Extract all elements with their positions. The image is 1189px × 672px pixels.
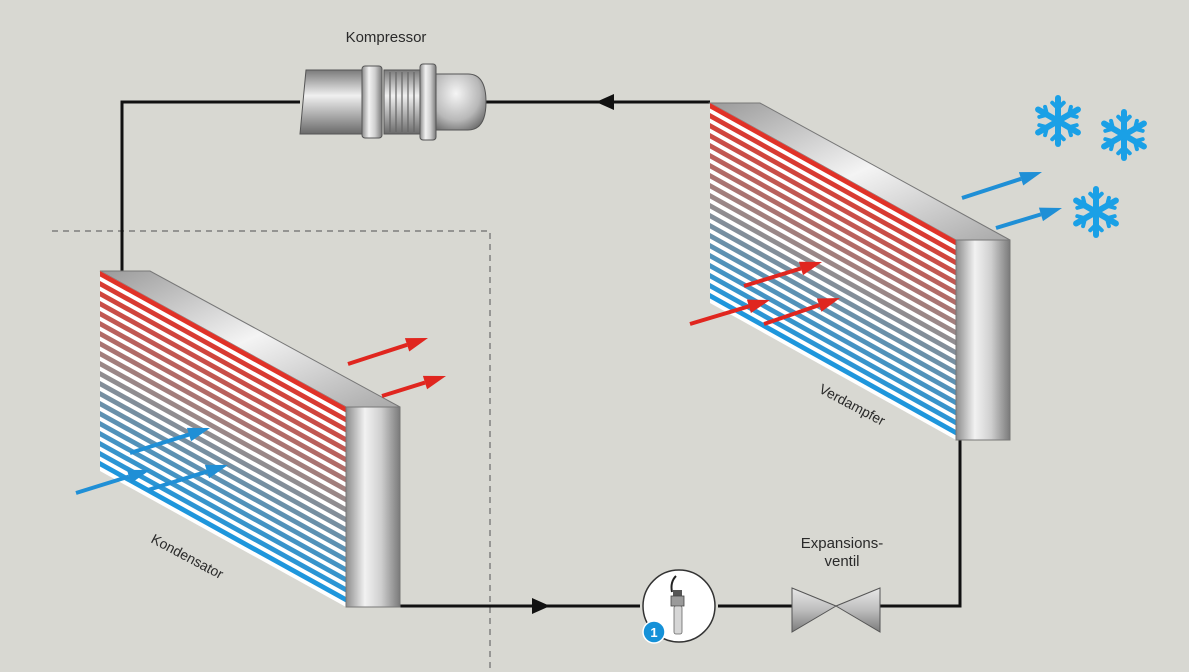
heat-exchanger-fin [100, 301, 346, 443]
heat-exchanger-fin [710, 183, 956, 326]
heat-exchanger-fin [710, 113, 956, 256]
heat-exchanger-fin [710, 283, 956, 426]
heat-exchanger-fin [710, 193, 956, 336]
heat-exchanger-fin [100, 321, 346, 463]
snowflake-icon [1035, 95, 1081, 147]
heat-exchanger-fin [100, 331, 346, 473]
heat-exchanger-fin [100, 421, 346, 563]
warm-air-arrow [743, 261, 822, 288]
heat-exchanger-fin [100, 441, 346, 583]
heat-exchanger-fin [100, 401, 346, 543]
heat-exchanger-fin [100, 351, 346, 493]
sensor-badge: 1 [642, 620, 666, 644]
heat-exchanger-fin [710, 153, 956, 296]
heat-exchanger-fin [710, 163, 956, 306]
indoor-boundary-dashed-line [52, 230, 491, 668]
heat-exchanger-fin [710, 123, 956, 266]
expansion-valve [791, 587, 881, 633]
heat-exchanger-fin [100, 431, 346, 573]
expansion-valve-label-line1: Expansions- [801, 535, 884, 552]
heat-exchanger-fin [100, 411, 346, 553]
heat-exchanger-fin [710, 293, 956, 436]
heat-exchanger-fin [710, 273, 956, 416]
condenser-label: Kondensator [149, 531, 227, 583]
heat-exchanger-fin [710, 133, 956, 276]
heat-exchanger-fin [100, 371, 346, 513]
heat-exchanger-fin [710, 173, 956, 316]
compressor-label: Kompressor [346, 29, 427, 46]
cold-air-arrow [75, 469, 150, 495]
svg-text:1: 1 [650, 625, 657, 640]
heat-exchanger-fin [100, 391, 346, 533]
heat-exchanger-fin [710, 213, 956, 356]
condenser [99, 270, 401, 608]
cold-air-arrow [995, 207, 1062, 230]
cold-air-arrow [147, 464, 228, 492]
heat-exchanger-fin [100, 461, 346, 603]
heat-exchanger-fin [100, 361, 346, 503]
flow-arrowhead-icon [532, 94, 614, 614]
warm-air-arrow [381, 375, 446, 398]
expansion-valve-label-line2: ventil [824, 553, 859, 570]
warm-air-arrow [347, 338, 428, 366]
heat-exchanger-fin [710, 263, 956, 406]
cold-air-arrow [129, 427, 210, 455]
snowflake-icon [1101, 109, 1147, 161]
heat-exchanger-fin [100, 281, 346, 423]
heat-exchanger-fin [710, 233, 956, 376]
heat-exchanger-fin [710, 143, 956, 286]
heat-exchanger-fin [710, 203, 956, 346]
heat-exchanger-fin [100, 291, 346, 433]
warm-air-arrow [763, 298, 840, 326]
cold-air-arrow [961, 172, 1042, 200]
heat-exchanger-fin [710, 253, 956, 396]
evaporator [708, 102, 1011, 441]
heat-exchanger-fin [100, 341, 346, 483]
heat-exchanger-fin [100, 271, 346, 413]
heat-exchanger-fin [710, 103, 956, 246]
heat-exchanger-fin [100, 311, 346, 453]
warm-air-arrow [689, 299, 770, 326]
compressor [299, 63, 487, 141]
snowflake-icon [1073, 186, 1119, 238]
heat-exchanger-fin [710, 223, 956, 366]
heat-exchanger-fin [100, 381, 346, 523]
